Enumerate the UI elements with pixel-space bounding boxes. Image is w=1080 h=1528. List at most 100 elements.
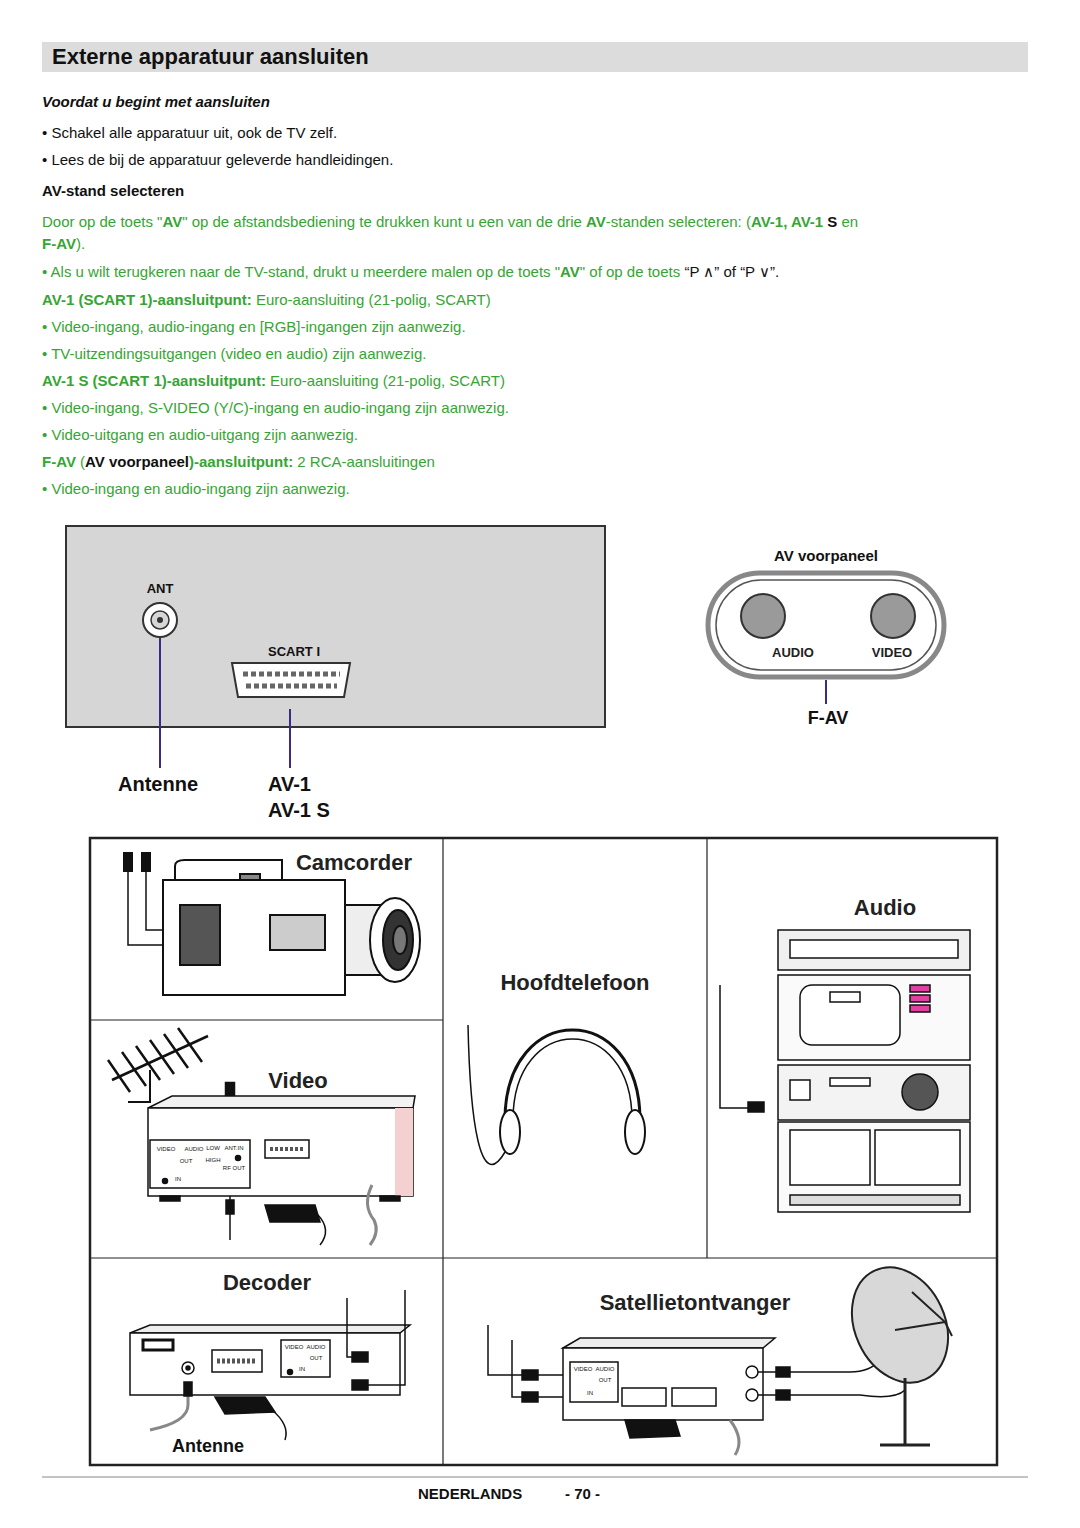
interface-label: AV-1 <box>268 773 311 796</box>
front-av-panel-part <box>871 594 915 638</box>
body-text: AV-1 S (SCART 1)-aansluitpunt: <box>42 372 266 389</box>
satellite-receiver-drawing-part <box>488 1325 522 1397</box>
camcorder-drawing-part <box>383 910 413 970</box>
device-jack-label: VIDEO <box>285 1344 304 1351</box>
headphones-drawing <box>468 1025 645 1164</box>
decoder-drawing-part <box>352 1380 368 1390</box>
video-recorder-drawing-part <box>148 1108 413 1196</box>
camcorder-drawing-part <box>180 905 220 965</box>
text-line: • TV-uitzendingsuitgangen (video en audi… <box>42 343 1057 365</box>
audio-system-drawing-part <box>875 1130 960 1185</box>
satellite-receiver-drawing-part <box>746 1366 758 1378</box>
body-text: AV-stand selecteren <box>42 182 184 199</box>
interface-label: Antenne <box>118 773 198 796</box>
body-text: • Als u wilt terugkeren naar de TV-stand… <box>42 263 560 280</box>
video-recorder-drawing-part <box>265 1205 320 1222</box>
antenna-drawing-part <box>128 1070 150 1102</box>
device-grid <box>90 838 997 1465</box>
video-recorder-drawing-part <box>163 1179 168 1184</box>
tv-back-panel-part <box>246 684 337 689</box>
front-av-panel-part <box>825 680 827 704</box>
video-recorder-drawing-part <box>270 1147 305 1151</box>
footer-language: NEDERLANDS <box>418 1485 522 1502</box>
camcorder-drawing-part <box>175 860 282 880</box>
front-av-panel <box>708 573 944 704</box>
device-jack-label: AUDIO <box>306 1344 325 1351</box>
decoder-drawing-part <box>288 1370 293 1375</box>
camcorder-drawing-part <box>142 853 150 871</box>
headphones-drawing-part <box>500 1110 520 1154</box>
device-jack-label: VIDEO <box>574 1366 593 1373</box>
body-text: -standen selecteren: ( <box>606 213 751 230</box>
camcorder-drawing-part <box>124 853 132 871</box>
panel-heading: AV voorpaneel <box>774 547 878 564</box>
tv-back-panel-part <box>243 672 340 677</box>
satellite-receiver-drawing-part <box>570 1362 618 1402</box>
decoder-drawing-part <box>182 1362 194 1374</box>
satellite-receiver-drawing-part <box>776 1390 790 1400</box>
video-recorder-drawing <box>148 1096 415 1245</box>
device-name: Hoofdtelefoon <box>500 970 649 995</box>
tv-back-panel-part <box>232 663 350 697</box>
body-text: AV <box>162 213 182 230</box>
body-text: • TV-uitzendingsuitgangen (video en audi… <box>42 345 426 362</box>
satellite-dish-drawing-part <box>880 1378 930 1445</box>
device-name: Decoder <box>223 1270 311 1295</box>
audio-system-drawing <box>720 930 970 1212</box>
device-jack-label: IN <box>299 1366 305 1373</box>
audio-system-drawing-part <box>778 975 970 1060</box>
audio-system-drawing-part <box>790 1130 870 1185</box>
body-text: • Video-uitgang en audio-uitgang zijn aa… <box>42 426 358 443</box>
body-text: F-AV <box>42 235 76 252</box>
video-recorder-drawing-part <box>395 1108 413 1196</box>
audio-system-drawing-part <box>748 1102 764 1112</box>
device-jack-label: IN <box>175 1176 181 1183</box>
device-cell: Camcorder <box>90 838 443 1020</box>
device-jack-label: OUT <box>599 1377 612 1384</box>
body-text: • Schakel alle apparatuur uit, ook de TV… <box>42 124 337 141</box>
front-av-panel-part <box>741 594 785 638</box>
headphones-drawing-part <box>513 1039 632 1120</box>
satellite-receiver-drawing <box>488 1325 905 1455</box>
device-jack-label: OUT <box>180 1158 193 1165</box>
satellite-receiver-drawing-part <box>563 1338 775 1348</box>
front-panel-oval: AV voorpaneelAUDIOVIDEO <box>706 545 946 682</box>
video-recorder-drawing-part <box>265 1140 309 1158</box>
text-line: AV-1 (SCART 1)-aansluitpunt: Euro-aanslu… <box>42 289 1057 311</box>
audio-system-drawing-part <box>830 1078 870 1086</box>
decoder-drawing-part <box>217 1359 257 1364</box>
decoder-drawing-part <box>186 1366 190 1370</box>
decoder-drawing-part <box>212 1350 262 1372</box>
decoder-drawing-part <box>150 1392 188 1430</box>
body-text: AV <box>560 263 580 280</box>
jack-label: AUDIO <box>772 646 814 661</box>
body-text: AV-1 (SCART 1)-aansluitpunt: <box>42 291 252 308</box>
front-av-panel-part <box>708 573 944 677</box>
decoder-drawing-part <box>352 1352 368 1362</box>
satellite-receiver-drawing-part <box>522 1392 538 1402</box>
decoder-drawing-part <box>272 1410 286 1440</box>
tv-back-panel-part <box>159 638 161 768</box>
audio-system-drawing-part <box>778 1065 970 1120</box>
text-line: Door op de toets "AV" op de afstandsbedi… <box>42 211 1057 255</box>
tv-back-panel-part <box>151 611 169 629</box>
decoder-drawing <box>130 1290 410 1440</box>
device-cell: Audio <box>707 838 997 1258</box>
jack-label: SCART I <box>268 645 320 660</box>
audio-system-drawing-part <box>790 940 958 958</box>
body-text: • Lees de bij de apparatuur geleverde ha… <box>42 151 393 168</box>
satellite-receiver-drawing-part <box>563 1348 763 1420</box>
satellite-receiver-drawing-part <box>622 1388 666 1406</box>
decoder-drawing-part <box>347 1298 352 1357</box>
text-line: • Video-ingang, audio-ingang en [RGB]-in… <box>42 316 1057 338</box>
front-av-panel-part <box>716 580 936 670</box>
text-line: • Als u wilt terugkeren naar de TV-stand… <box>42 261 1057 283</box>
device-name: Video <box>268 1068 328 1093</box>
tv-back-panel-part <box>66 526 605 727</box>
device-name: Audio <box>854 895 916 920</box>
antenna-drawing-part <box>226 1083 234 1095</box>
body-text: Voordat u begint met aansluiten <box>42 93 270 110</box>
video-recorder-drawing-part <box>150 1140 250 1188</box>
satellite-receiver-drawing-part <box>776 1367 790 1377</box>
